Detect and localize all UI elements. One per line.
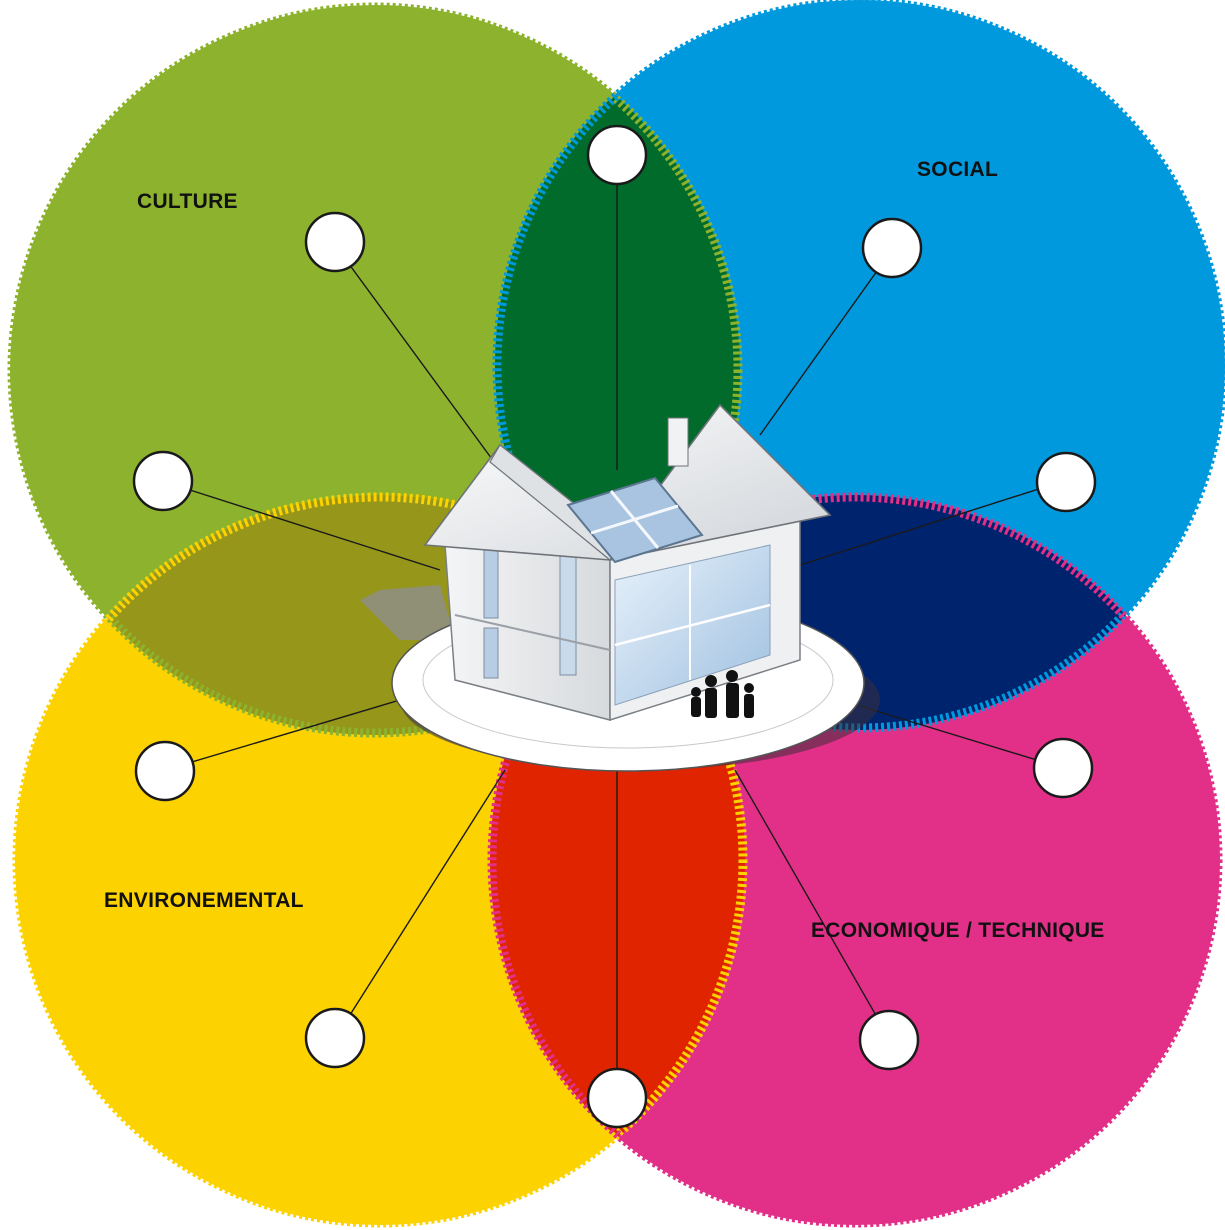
node-social-lower-icon bbox=[1035, 451, 1097, 513]
environmental-circle-outline bbox=[12, 492, 748, 1228]
house-side-window-1 bbox=[483, 547, 499, 619]
social-circle-outline bbox=[492, 0, 1225, 733]
house-side-window-3 bbox=[559, 554, 577, 676]
culture-circle-outline bbox=[7, 2, 743, 738]
family-silhouette-icon bbox=[691, 670, 754, 718]
economic-circle-outline bbox=[487, 492, 1223, 1228]
connector-eco-upper bbox=[839, 699, 1064, 769]
house-glass-divider bbox=[614, 603, 771, 647]
connector-culture-upper bbox=[334, 244, 501, 471]
node-eco-lower-icon bbox=[858, 1009, 920, 1071]
node-top-icon bbox=[586, 124, 648, 186]
node-env-upper-icon bbox=[134, 740, 196, 802]
house-floor-line bbox=[454, 614, 611, 651]
connector-social-lower bbox=[799, 479, 1068, 566]
node-culture-lower-icon bbox=[132, 450, 194, 512]
node-eco-upper-icon bbox=[1032, 737, 1094, 799]
node-social-upper-icon bbox=[861, 217, 923, 279]
connector-env-lower bbox=[335, 769, 506, 1038]
node-culture-upper-icon bbox=[304, 211, 366, 273]
culture-label: CULTURE bbox=[137, 190, 238, 213]
house-side-window-2 bbox=[483, 627, 499, 679]
node-env-lower-icon bbox=[304, 1007, 366, 1069]
connector-env-upper bbox=[164, 699, 401, 771]
connector-social-upper bbox=[759, 249, 893, 436]
connector-culture-lower bbox=[164, 481, 441, 571]
social-label: SOCIAL bbox=[917, 158, 999, 181]
connector-lines bbox=[164, 160, 1068, 1100]
house-chimney bbox=[667, 417, 689, 467]
connector-eco-lower bbox=[734, 769, 890, 1039]
node-bottom-icon bbox=[586, 1067, 648, 1129]
economic-label: ECONOMIQUE / TECHNIQUE bbox=[811, 919, 1105, 942]
house-with-solar-panel-and-family-icon bbox=[360, 403, 880, 772]
environmental-label: ENVIRONEMENTAL bbox=[104, 889, 304, 912]
house-side-shadow bbox=[360, 585, 455, 640]
